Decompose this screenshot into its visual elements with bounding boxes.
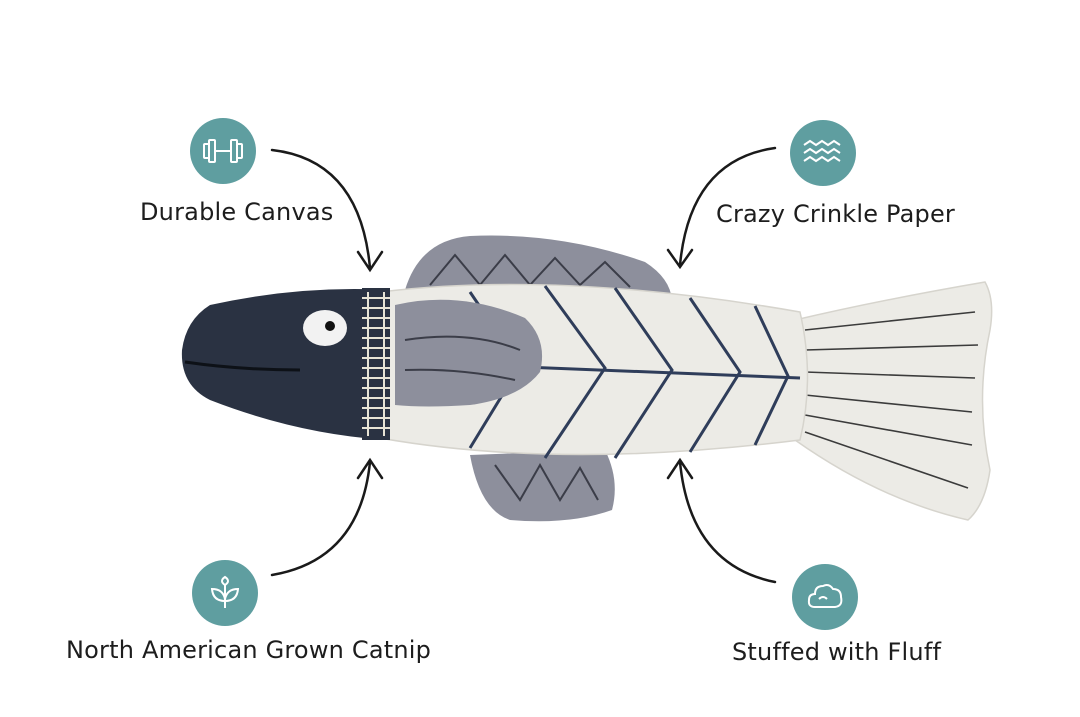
waves-icon xyxy=(803,139,841,163)
fish-eye xyxy=(303,310,347,346)
fluff-badge xyxy=(792,564,858,630)
arrow-crinkle xyxy=(678,146,777,267)
arrow-durable xyxy=(270,148,372,270)
arrowhead-crinkle xyxy=(666,248,694,270)
fish-mouth xyxy=(184,360,301,372)
collar xyxy=(362,288,390,440)
durable-canvas-badge xyxy=(190,118,256,184)
tail-stitch-lines xyxy=(804,311,979,489)
arrow-fluff xyxy=(678,460,777,584)
arrowhead-durable xyxy=(356,250,384,273)
durable-canvas-label: Durable Canvas xyxy=(140,198,334,226)
crinkle-paper-label: Crazy Crinkle Paper xyxy=(716,200,955,228)
arrow-catnip xyxy=(270,460,372,577)
fish-pupil xyxy=(325,321,335,331)
dumbbell-icon xyxy=(203,139,243,163)
crinkle-paper-badge xyxy=(790,120,856,186)
arrowhead-fluff xyxy=(666,457,694,480)
pectoral-fin-stitching xyxy=(404,335,521,381)
callout-arrows xyxy=(270,146,777,584)
catnip-badge xyxy=(192,560,258,626)
collar-stitching xyxy=(362,292,390,436)
cloud-icon xyxy=(807,584,843,608)
arrowhead-catnip xyxy=(356,457,384,480)
catnip-label: North American Grown Catnip xyxy=(66,636,432,664)
dorsal-fin xyxy=(405,235,672,300)
tail-fin xyxy=(794,281,993,521)
leaf-sprout-icon xyxy=(210,575,240,608)
pectoral-fin xyxy=(395,299,543,407)
fluff-label: Stuffed with Fluff xyxy=(732,638,942,666)
pelvic-fin-stitching xyxy=(494,462,599,502)
pelvic-fin xyxy=(470,450,615,522)
